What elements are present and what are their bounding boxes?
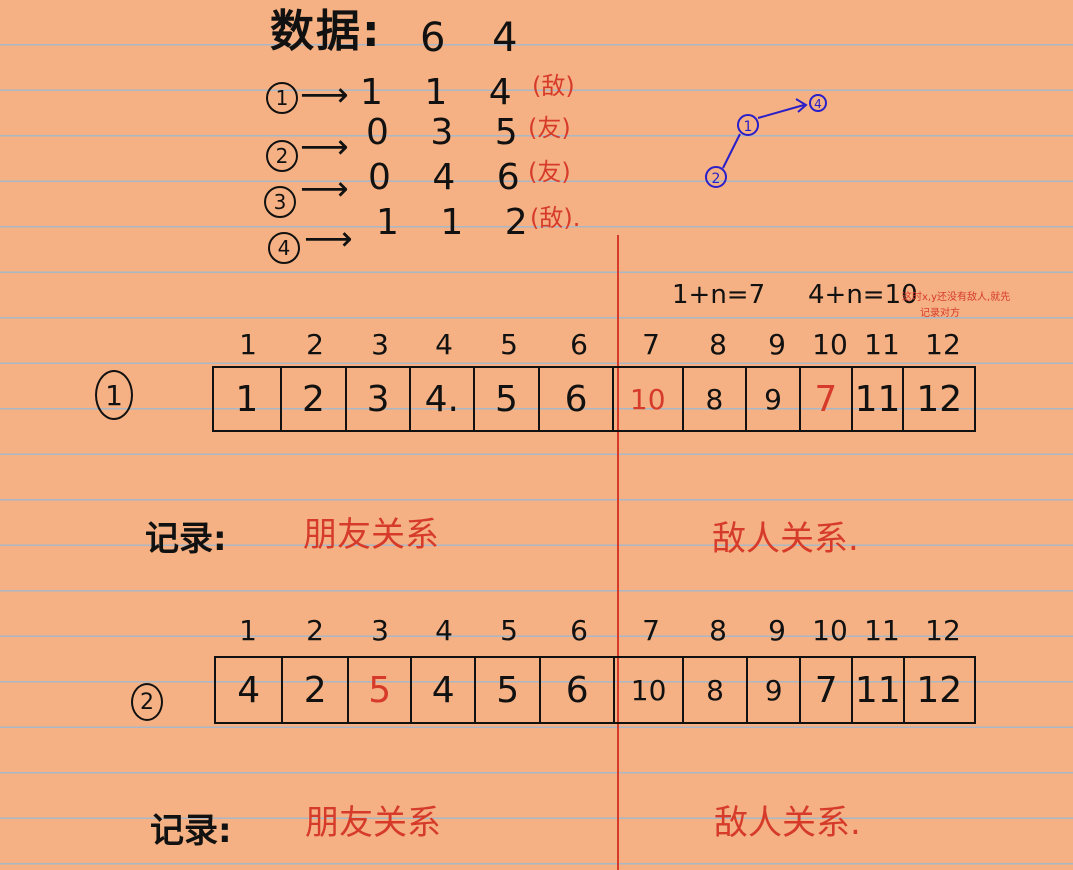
row-3-tag: (友) [528,158,571,186]
array-cell: 6 [540,368,614,430]
graph-node-4-label: 4 [814,97,822,111]
graph-node-1-label: 1 [744,119,753,135]
friend-relation-label-2: 朋友关系 [305,803,441,843]
index-label: 1 [239,328,257,361]
index-label: 6 [570,614,588,647]
array-cell: 4 [216,658,284,722]
array-cell: 9 [747,368,801,430]
index-label: 8 [709,614,727,647]
array-cell: 2 [283,658,349,722]
index-label: 5 [500,328,518,361]
row-3-values: 0 4 6 [368,157,520,198]
index-label: 8 [709,328,727,361]
array-cell: 7 [801,368,853,430]
index-label: 7 [642,614,660,647]
row-4-values: 1 1 2 [376,202,528,243]
index-label: 10 [812,328,848,361]
array-cell: 10 [614,368,684,430]
index-label: 4 [435,328,453,361]
formula-right: 4+n=10 [808,280,918,310]
row-1-values: 1 1 4 [360,72,512,113]
array-cell: 1 [214,368,282,430]
row-2-tag: (友) [528,114,571,142]
graph-arrowhead-icon [795,98,808,113]
margin-note-line-2: 记录对方 [920,308,960,319]
array-cell: 3 [347,368,411,430]
index-label: 7 [642,328,660,361]
graph-node-1 [737,114,759,136]
graph-node-2-label: 2 [712,171,721,187]
array-cell: 7 [801,658,853,722]
array-1-label: 1 [95,370,133,420]
row-2-arrow-icon: ⟶ [300,127,349,167]
index-label: 1 [239,614,257,647]
margin-note: 这时x,y还没有敌人,就先 记录对方 [902,290,1010,322]
index-label: 4 [435,614,453,647]
array-cell: 6 [541,658,615,722]
index-label: 11 [864,328,900,361]
graph-edge-1-4 [757,104,805,119]
index-label: 3 [371,328,389,361]
enemy-relation-label-1: 敌人关系. [712,519,859,559]
array-cell: 2 [282,368,348,430]
friend-relation-label-1: 朋友关系 [303,515,439,555]
array-cell: 12 [916,378,963,420]
data-values: 6 4 [420,15,518,61]
enemy-relation-label-2: 敌人关系. [714,803,861,843]
array-2-label: 2 [131,683,163,721]
graph-edge-1-2 [722,133,741,169]
row-2-values: 0 3 5 [366,112,518,153]
row-4-label: 4 [268,232,300,264]
array-cell: 5 [349,658,413,722]
row-3-arrow-icon: ⟶ [300,169,349,209]
index-label: 2 [306,328,324,361]
row-1-arrow-icon: ⟶ [300,75,349,115]
array-cell: 5 [475,368,541,430]
array-cell: 9 [748,658,802,722]
array-cell: 8 [684,658,748,722]
graph-node-4 [809,94,827,112]
row-2-label: 2 [266,140,298,172]
array-cell: 8 [684,368,748,430]
row-4-arrow-icon: ⟶ [304,219,353,259]
data-title: 数据: [270,6,382,57]
index-label: 12 [925,614,961,647]
array-cell: 4 [412,658,476,722]
record-label-1: 记录: [145,519,227,559]
relation-graph: 1 4 2 [705,94,827,188]
array-cell: 11 [853,368,905,430]
row-1-tag: (敌) [532,72,575,100]
array-cell: 5 [476,658,542,722]
row-4-tag: (敌). [530,204,581,232]
index-label: 12 [925,328,961,361]
formula-left: 1+n=7 [672,280,766,310]
row-1-label: 1 [266,82,298,114]
array-cell: 10 [615,658,685,722]
array-cell: 12 [916,669,963,711]
index-label: 9 [768,614,786,647]
index-label: 5 [500,614,518,647]
row-3-label: 3 [264,186,296,218]
array-cell: 11 [853,658,905,722]
friend-enemy-divider [617,235,619,870]
record-label-2: 记录: [150,811,232,851]
array-cell: 4. [411,368,475,430]
margin-note-line-1: 这时x,y还没有敌人,就先 [902,292,1011,303]
index-label: 6 [570,328,588,361]
index-label: 11 [864,614,900,647]
index-label: 10 [812,614,848,647]
index-label: 9 [768,328,786,361]
graph-node-2 [705,166,727,188]
index-label: 2 [306,614,324,647]
index-label: 3 [371,614,389,647]
